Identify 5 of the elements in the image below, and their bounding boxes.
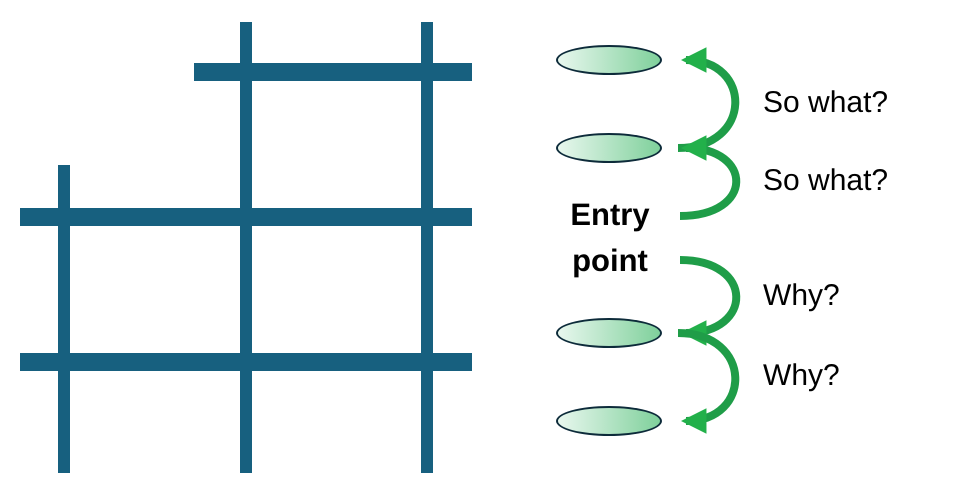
curved-arrow [678,329,740,432]
node-text: Entry point [556,192,664,284]
curved-arrow [680,137,740,220]
curved-arrow [680,256,740,344]
curved-arrow [678,50,740,152]
